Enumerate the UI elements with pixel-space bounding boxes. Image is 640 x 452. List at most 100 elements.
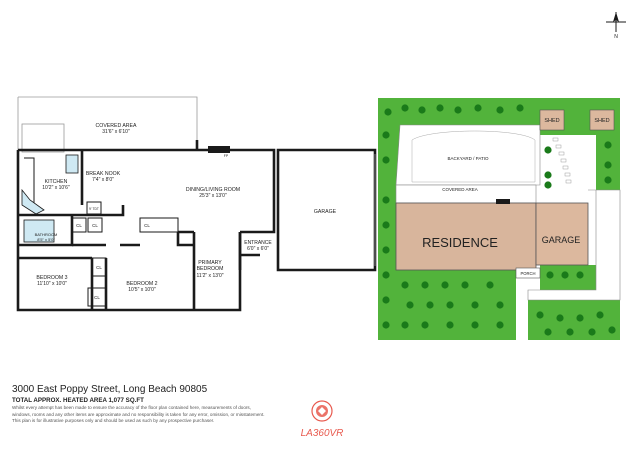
site-garage-label: GARAGE	[542, 235, 581, 245]
room-garage-name: GARAGE	[314, 209, 337, 215]
tree-icon	[421, 321, 429, 329]
residence-label: RESIDENCE	[422, 235, 498, 250]
closet-label-1: CL	[76, 223, 82, 228]
stepping-stones	[552, 137, 572, 184]
tree-icon	[604, 141, 612, 149]
tree-icon	[382, 296, 390, 304]
closet-label-5: CL	[94, 295, 100, 300]
compass-icon: N	[606, 12, 626, 40]
total-area: TOTAL APPROX. HEATED AREA 1,077 SQ.FT	[12, 397, 144, 404]
tree-icon	[382, 196, 390, 204]
tree-icon	[406, 301, 414, 309]
tree-icon	[382, 271, 390, 279]
tree-icon	[588, 328, 596, 336]
porch-label: PORCH	[520, 271, 535, 276]
tree-icon	[536, 311, 544, 319]
closet-label-3: CL	[144, 223, 150, 228]
room-kitchen-dims: 10'2" x 10'6"	[42, 185, 70, 191]
floor-plan-labels: COVERED AREA 31'6" x 6'10" KITCHEN 10'2"…	[35, 123, 337, 300]
tree-icon	[461, 281, 469, 289]
tree-icon	[384, 108, 392, 116]
site-garage-block	[535, 202, 589, 266]
tree-icon	[544, 146, 552, 154]
room-covered-area-name: COVERED AREA	[96, 123, 137, 129]
property-address: 3000 East Poppy Street, Long Beach 90805	[12, 384, 208, 395]
tree-icon	[401, 321, 409, 329]
grass-area-bottom-right	[528, 300, 620, 340]
room-bedroom-2-name: BEDROOM 2	[126, 281, 157, 287]
tree-icon	[426, 301, 434, 309]
tree-icon	[544, 181, 552, 189]
disclaimer-line-1: Whilst every attempt has been made to en…	[12, 405, 252, 410]
room-kitchen-name: KITCHEN	[45, 179, 68, 185]
disclaimer-line-3: This plan is for illustrative purposes o…	[12, 418, 215, 423]
room-entrance-dims: 6'0" x 6'0"	[247, 246, 269, 252]
tree-icon	[496, 106, 504, 114]
tree-icon	[418, 106, 426, 114]
room-break-nook-name: BREAK NOOK	[86, 171, 121, 177]
shed-right-block	[589, 109, 615, 131]
closet-label-4: CL	[96, 265, 102, 270]
tree-icon	[446, 301, 454, 309]
grass-area-main	[378, 98, 540, 340]
disclaimer-line-2: windows, rooms and any other items are a…	[12, 411, 265, 417]
floor-plan	[16, 96, 377, 312]
backyard-label: BACKYARD / PATIO	[447, 156, 489, 161]
site-plan-labels: RESIDENCE GARAGE SHED SHED BACKYARD / PA…	[422, 118, 610, 276]
room-bathroom-name: BATHROOM	[35, 232, 58, 237]
room-bedroom-3-dims: 11'10" x 10'0"	[37, 281, 67, 287]
fireplace-label: FP	[224, 154, 229, 158]
tree-icon	[382, 131, 390, 139]
tree-icon	[544, 171, 552, 179]
tree-icon	[608, 326, 616, 334]
brand-logo-icon: LA360VR	[301, 400, 344, 439]
room-bedroom-3-name: BEDROOM 3	[36, 275, 67, 281]
tree-icon	[421, 281, 429, 289]
room-entrance-name: ENTRANCE	[244, 240, 272, 246]
disclaimer: Whilst every attempt has been made to en…	[12, 405, 282, 425]
tree-icon	[556, 314, 564, 322]
tree-icon	[436, 104, 444, 112]
room-covered-area-dims: 31'6" x 6'10"	[102, 129, 130, 135]
porch-block	[515, 267, 541, 279]
room-bedroom-2-dims: 10'5" x 10'0"	[128, 287, 156, 293]
tree-icon	[382, 221, 390, 229]
room-bathroom-dims: 8'5" x 5'0"	[37, 237, 55, 242]
room-primary-bedroom-dims: 11'2" x 13'0"	[196, 273, 223, 279]
tree-icon	[604, 176, 612, 184]
ftt-label: 9' TDT	[89, 207, 99, 211]
tree-icon	[561, 271, 569, 279]
tree-icon	[471, 321, 479, 329]
shed-left-label: SHED	[544, 118, 559, 124]
tree-icon	[382, 246, 390, 254]
shed-left-block	[539, 109, 565, 131]
closet-label-2: CL	[92, 223, 98, 228]
room-primary-bedroom-name-2: BEDROOM	[197, 266, 224, 272]
tree-icon	[446, 321, 454, 329]
tree-icon	[516, 104, 524, 112]
compass-label: N	[614, 34, 618, 40]
room-dining-living-dims: 25'3" x 13'0"	[199, 193, 227, 199]
tree-icon	[496, 301, 504, 309]
tree-icon	[544, 328, 552, 336]
grass-area-side	[540, 265, 596, 290]
tree-icon	[496, 321, 504, 329]
room-primary-bedroom-name: PRIMARY	[198, 260, 222, 266]
tree-icon	[576, 271, 584, 279]
site-trees	[382, 104, 616, 336]
tree-icon	[486, 281, 494, 289]
tree-icon	[382, 156, 390, 164]
brand-logo: LA360VR	[296, 398, 348, 444]
tree-icon	[471, 301, 479, 309]
site-covered-area-label: COVERED AREA	[442, 187, 478, 192]
tree-icon	[566, 328, 574, 336]
shed-right-label: SHED	[594, 118, 609, 124]
residence-block	[395, 202, 537, 271]
brand-name: LA360VR	[301, 428, 344, 439]
tree-icon	[401, 104, 409, 112]
room-dining-living-name: DINING/LIVING ROOM	[186, 187, 240, 193]
tree-icon	[454, 106, 462, 114]
tree-icon	[604, 161, 612, 169]
room-break-nook-dims: 7'4" x 8'0"	[92, 177, 114, 183]
